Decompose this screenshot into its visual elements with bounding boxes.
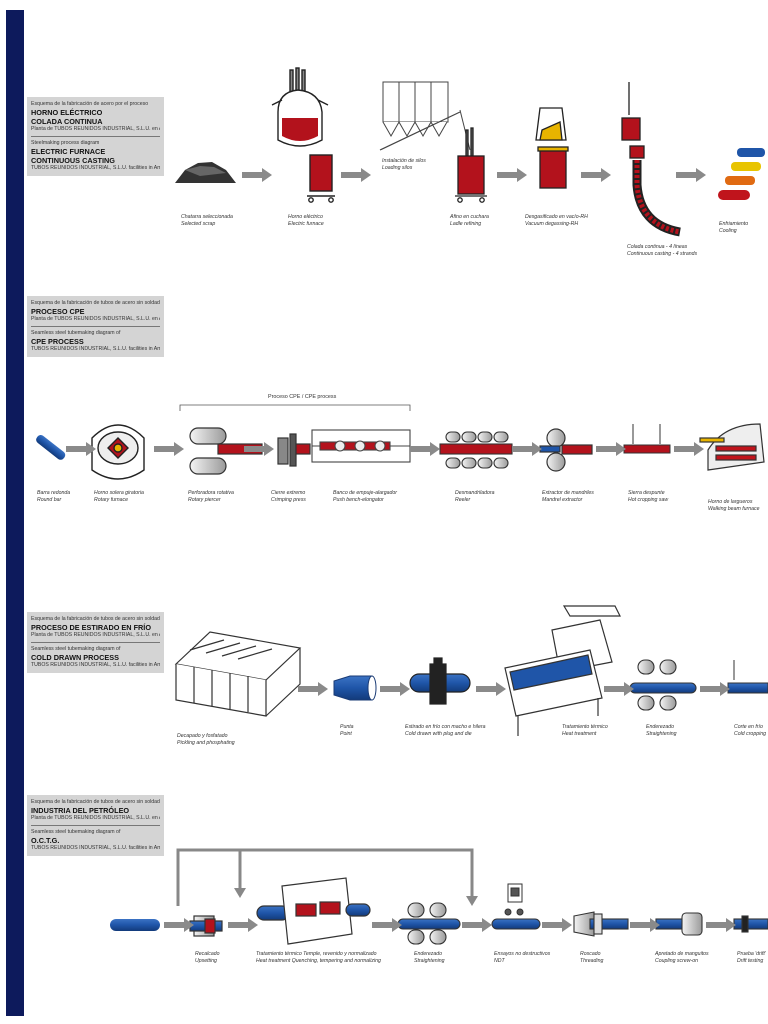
reeler-icon — [439, 431, 513, 469]
cooling-bars-icon — [718, 148, 765, 200]
plant-en: TUBOS REUNIDOS INDUSTRIAL, S.L.U. facili… — [31, 346, 160, 352]
intro-es: Esquema de la fabricación de tubos de ac… — [31, 799, 160, 805]
upsetting-icon — [189, 915, 223, 937]
cold-cropping-icon — [727, 660, 768, 694]
cpe-bracket-label: Proceso CPE / CPE process — [268, 394, 337, 400]
plant-en: TUBOS REUNIDOS INDUSTRIAL, S.L.U. facili… — [31, 845, 160, 851]
title-en: O.C.T.G. — [31, 836, 60, 845]
hot-cropping-saw-icon — [623, 424, 671, 454]
title-es: PROCESO CPE — [31, 307, 85, 316]
title-en: CPE PROCESS — [31, 337, 84, 346]
coupling-screw-on-icon — [655, 912, 703, 936]
ndt-unit-icon — [491, 883, 541, 930]
intro-en: Seamless steel tubemaking diagram of — [31, 829, 121, 835]
vacuum-degassing-icon — [535, 107, 569, 189]
intro-es: Esquema de la fabricación de tubos de ac… — [31, 300, 160, 306]
section-header-electric-furnace: Esquema de la fabricación de acero por e… — [27, 97, 164, 176]
plant-es: Planta de TUBOS REUNIDOS INDUSTRIAL, S.L… — [31, 632, 160, 638]
divider — [31, 326, 160, 327]
heat-treatment-furnace-icon — [504, 605, 621, 736]
electric-furnace-icon — [271, 67, 335, 203]
crimping-press-icon — [277, 433, 311, 467]
title-en: COLD DRAWN PROCESS — [31, 653, 119, 662]
ladle-refining-icon — [455, 127, 487, 203]
title-en-line1: ELECTRIC FURNACE — [31, 147, 106, 156]
intro-es: Esquema de la fabricación de acero por e… — [31, 101, 149, 107]
threading-icon — [573, 911, 629, 937]
pointed-tube-icon — [333, 675, 377, 701]
title-es: INDUSTRIA DEL PETRÓLEO — [31, 806, 130, 815]
octg-straightening-icon — [397, 902, 461, 945]
intro-es: Esquema de la fabricación de tubos de ac… — [31, 616, 160, 622]
straightening-rolls-icon — [629, 659, 697, 711]
plant-es: Planta de TUBOS REUNIDOS INDUSTRIAL, S.L… — [31, 316, 160, 322]
intro-en: Seamless steel tubemaking diagram of — [31, 330, 121, 336]
push-bench-icon — [311, 429, 411, 463]
section-header-cold-drawn: Esquema de la fabricación de tubos de ac… — [27, 612, 164, 673]
title-es-line1: HORNO ELÉCTRICO — [31, 108, 103, 117]
step-caption: Tratamiento térmico Temple, revenido y n… — [256, 951, 381, 964]
section-header-octg: Esquema de la fabricación de tubos de ac… — [27, 795, 164, 856]
plant-en: TUBOS REUNIDOS INDUSTRIAL, S.L.U. facili… — [31, 165, 160, 171]
divider — [31, 136, 160, 137]
rotary-piercer-icon — [189, 427, 263, 475]
plant-es: Planta de TUBOS REUNIDOS INDUSTRIAL, S.L… — [31, 126, 160, 132]
octg-feedback-lines — [176, 848, 474, 906]
continuous-casting-icon — [621, 82, 681, 237]
intro-en: Seamless steel tubemaking diagram of — [31, 646, 121, 652]
intro-en: Steelmaking process diagram — [31, 140, 100, 146]
pickling-tanks-icon — [174, 631, 302, 717]
loading-silos-icon — [379, 81, 471, 151]
step-caption: Prueba 'drift'Drift testing — [737, 951, 766, 964]
scrap-pile-icon — [175, 162, 236, 183]
heat-treatment-quench-icon — [256, 877, 371, 945]
divider — [31, 825, 160, 826]
drift-test-icon — [733, 915, 768, 933]
rotary-furnace-icon — [91, 424, 145, 480]
section-header-cpe-process: Esquema de la fabricación de tubos de ac… — [27, 296, 164, 357]
divider — [31, 642, 160, 643]
tube-start-icon — [110, 919, 160, 931]
round-bar-icon — [36, 434, 66, 460]
plant-en: TUBOS REUNIDOS INDUSTRIAL, S.L.U. facili… — [31, 662, 160, 668]
title-es-line2: COLADA CONTINUA — [31, 117, 103, 126]
title-es: PROCESO DE ESTIRADO EN FRÍO — [31, 623, 152, 632]
walking-beam-furnace-icon — [699, 423, 765, 471]
mandrel-extractor-icon — [539, 428, 593, 472]
title-en-line2: CONTINUOUS CASTING — [31, 156, 115, 165]
cold-drawing-die-icon — [409, 657, 471, 705]
plant-es: Planta de TUBOS REUNIDOS INDUSTRIAL, S.L… — [31, 815, 160, 821]
left-spine-bar — [6, 10, 24, 1016]
cpe-bracket — [179, 404, 411, 411]
